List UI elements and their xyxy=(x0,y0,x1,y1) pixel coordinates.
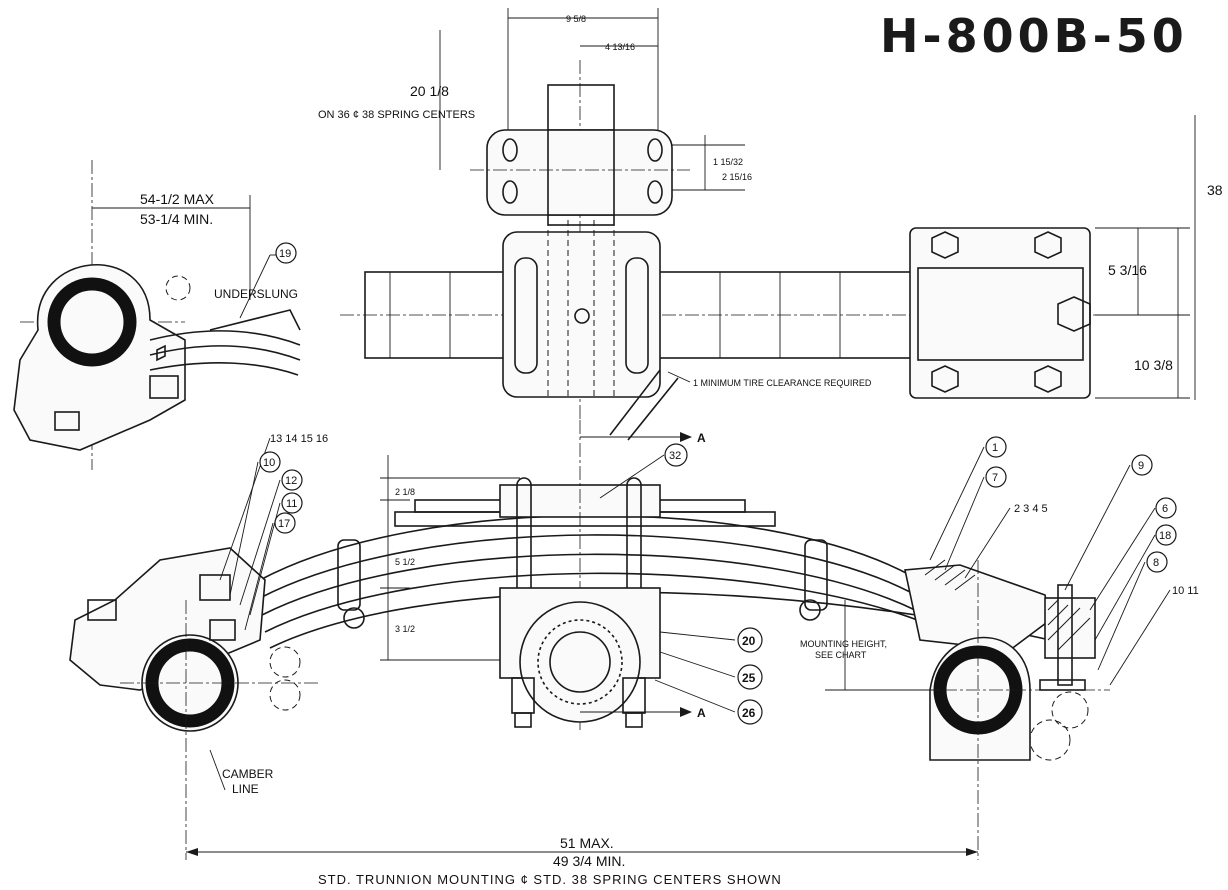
callout-18 xyxy=(1155,524,1177,546)
dim-small-2: 2 15/16 xyxy=(722,172,752,182)
callout-32 xyxy=(664,443,688,467)
underslung-label: UNDERSLUNG xyxy=(214,287,298,301)
callout-1-label: 1 xyxy=(992,442,998,454)
dim-bottom-min: 49 3/4 MIN. xyxy=(553,853,625,869)
callout-17-label: 17 xyxy=(278,518,290,530)
callout-26 xyxy=(737,699,763,725)
dim-bottom-max: 51 MAX. xyxy=(560,835,614,851)
callout-7 xyxy=(985,466,1007,488)
drawing-title: H-800B-50 xyxy=(880,9,1188,63)
tire-clearance-note: 1 MINIMUM TIRE CLEARANCE REQUIRED xyxy=(693,378,872,388)
top-view: 1 MINIMUM TIRE CLEARANCE REQUIRED 9 5/8 … xyxy=(318,8,1223,441)
dim-height-10: 10 3/8 xyxy=(1134,357,1173,373)
underslung-axle-tube xyxy=(47,277,137,367)
dim-height-20: 20 1/8 xyxy=(410,83,449,99)
callout-10-label: 10 xyxy=(263,457,275,469)
callouts: 13 14 15 16 10 12 11 17 32 1 7 2 3 4 5 9… xyxy=(219,433,1199,725)
callout-12 xyxy=(281,469,303,491)
callout-26-label: 26 xyxy=(742,706,756,720)
callout-9 xyxy=(1131,454,1153,476)
callout-19-label: 19 xyxy=(279,248,291,260)
dim-height-38: 38 xyxy=(1207,182,1223,198)
callout-11-label: 11 xyxy=(286,498,297,510)
dim-stack-low: 3 1/2 xyxy=(395,624,415,634)
mounting-height-2: SEE CHART xyxy=(815,650,867,660)
dim-top-offset: 4 13/16 xyxy=(605,42,635,52)
callout-12-label: 12 xyxy=(285,475,297,487)
callout-19 xyxy=(275,242,297,264)
callout-9-label: 9 xyxy=(1138,460,1144,472)
dim-stack-top: 2 1/8 xyxy=(395,487,415,497)
callout-11 xyxy=(281,492,303,514)
callout-1 xyxy=(985,436,1007,458)
callout-6-label: 6 xyxy=(1162,503,1168,515)
camber-label-2: LINE xyxy=(232,782,259,796)
mounting-height-1: MOUNTING HEIGHT, xyxy=(800,639,887,649)
callout-10 xyxy=(259,451,281,473)
callout-20-label: 20 xyxy=(742,634,756,648)
callout-10-11: 10 11 xyxy=(1172,585,1199,597)
section-a-top: A xyxy=(697,431,706,445)
callout-6 xyxy=(1155,497,1177,519)
dim-stack-mid: 5 1/2 xyxy=(395,557,415,567)
callout-8 xyxy=(1146,551,1168,573)
dim-underslung-min: 53-1/4 MIN. xyxy=(140,211,213,227)
callout-2-5: 2 3 4 5 xyxy=(1014,503,1048,515)
callout-7-label: 7 xyxy=(992,472,998,484)
section-a-bottom: A xyxy=(697,706,706,720)
side-view: CAMBER LINE 2 1/8 5 1/2 3 1/2 MOUNTING xyxy=(69,420,1110,869)
dim-small-1: 1 15/32 xyxy=(713,157,743,167)
underslung-view: 54-1/2 MAX 53-1/4 MIN. UNDERSLUNG 19 xyxy=(13,160,301,470)
callout-25 xyxy=(737,664,763,690)
callout-32-label: 32 xyxy=(669,450,681,462)
callout-25-label: 25 xyxy=(742,671,756,685)
dim-underslung-max: 54-1/2 MAX xyxy=(140,191,215,207)
dim-width-5: 5 3/16 xyxy=(1108,262,1147,278)
callout-20 xyxy=(737,627,763,653)
drawing-caption: STD. TRUNNION MOUNTING ¢ STD. 38 SPRING … xyxy=(318,872,782,887)
camber-label-1: CAMBER xyxy=(222,767,274,781)
callout-17 xyxy=(274,512,296,534)
spring-centers-note: ON 36 ¢ 38 SPRING CENTERS xyxy=(318,109,475,121)
dim-top-width: 9 5/8 xyxy=(566,14,586,24)
callout-13-16: 13 14 15 16 xyxy=(270,433,328,445)
callout-8-label: 8 xyxy=(1153,557,1159,569)
callout-18-label: 18 xyxy=(1159,530,1171,542)
